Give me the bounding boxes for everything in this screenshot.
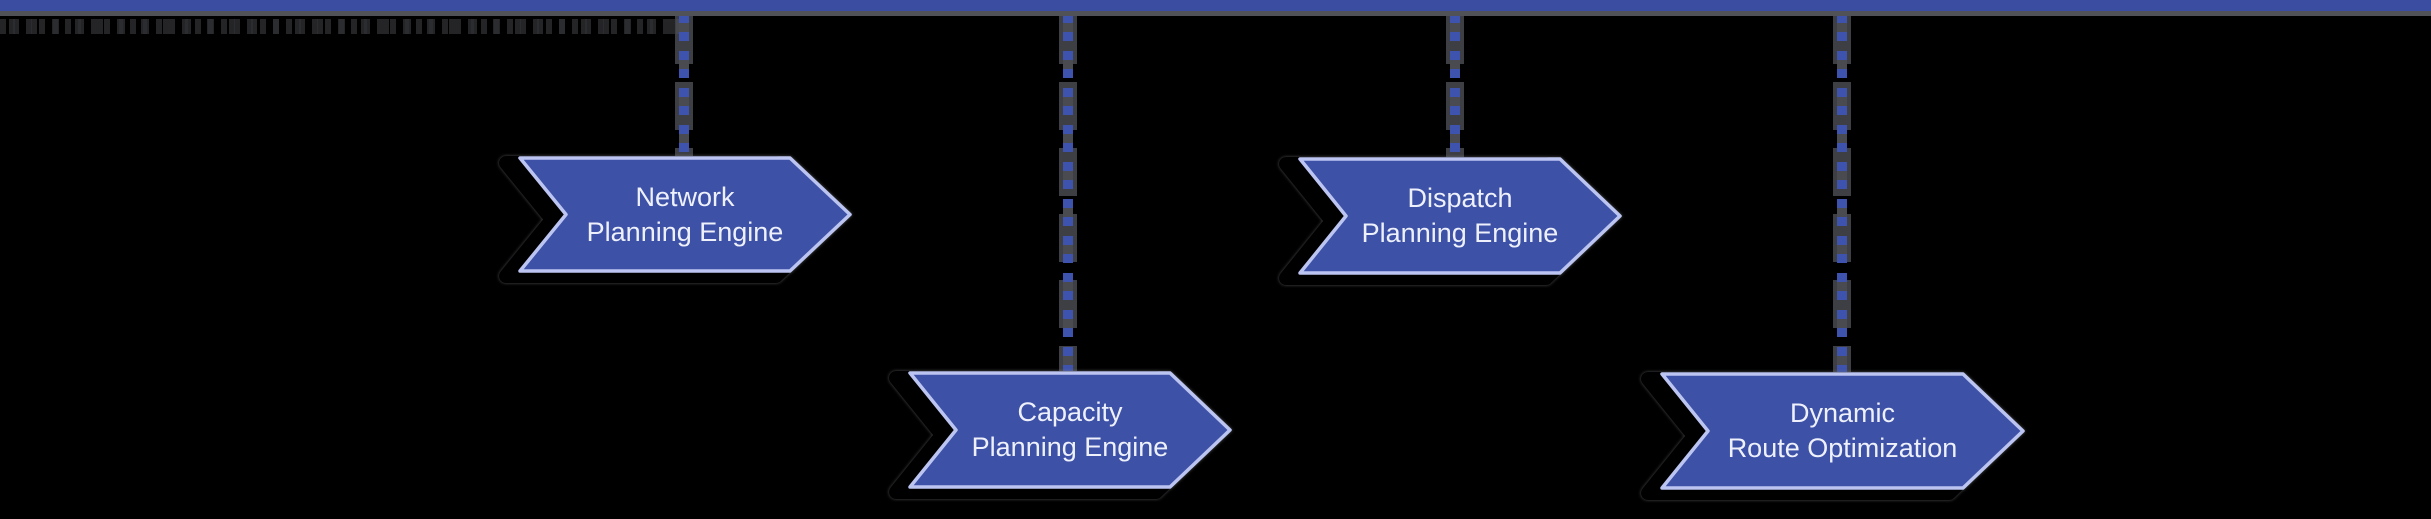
node-dispatch-planning-engine[interactable]: Dispatch Planning Engine [1260, 119, 1660, 313]
node-dynamic-route-optimization[interactable]: Dynamic Route Optimization [1622, 334, 2063, 519]
connector-capacity-planning-engine [1058, 14, 1078, 373]
parent-node-edge-shadow [0, 11, 2431, 16]
chevron-shape-svg [889, 371, 1232, 499]
connector-dispatch-planning-engine [1445, 14, 1465, 159]
connector-dynamic-route-optimization [1832, 14, 1852, 374]
node-network-planning-engine[interactable]: Network Planning Engine [480, 118, 890, 311]
node-capacity-planning-engine[interactable]: Capacity Planning Engine [870, 333, 1270, 519]
chevron-shape-svg [499, 156, 852, 283]
chevron-body [1298, 157, 1622, 275]
chevron-body [518, 156, 852, 273]
chevron-body [908, 371, 1232, 489]
chevron-shape-svg [1279, 157, 1622, 285]
sketchy-shadow-noise [0, 19, 686, 34]
connector-network-planning-engine [674, 14, 694, 159]
chevron-shape-svg [1641, 372, 2025, 500]
chevron-body [1660, 372, 2025, 490]
